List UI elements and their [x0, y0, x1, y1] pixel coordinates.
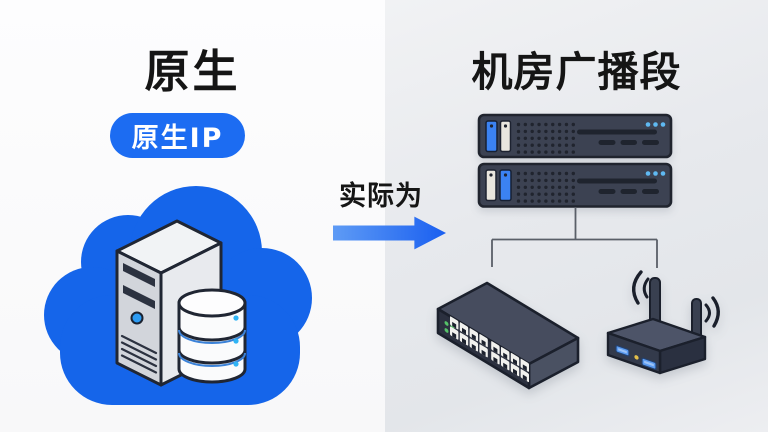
left-panel: 原生 原生IP [0, 0, 385, 432]
rack-server-icon [477, 113, 673, 208]
native-ip-badge: 原生IP [110, 113, 245, 158]
arrow-label: 实际为 [339, 181, 423, 212]
native-ip-badge-label: 原生IP [131, 123, 224, 154]
cloud-server-database-icon [44, 186, 312, 405]
rack-server-2 [477, 162, 673, 208]
transition-arrow: 实际为 [322, 181, 446, 250]
left-title: 原生 [144, 45, 241, 98]
connector-lines [491, 207, 658, 268]
wifi-waves-icon [632, 270, 720, 328]
right-arrow-icon [333, 216, 446, 250]
database-shape [177, 288, 247, 384]
network-switch-icon [436, 281, 580, 390]
wireless-router-icon [606, 270, 720, 375]
rack-server-1 [477, 113, 673, 159]
right-title: 机房广播段 [471, 48, 682, 96]
router-ports [615, 345, 657, 370]
ethernet-ports [450, 316, 529, 383]
